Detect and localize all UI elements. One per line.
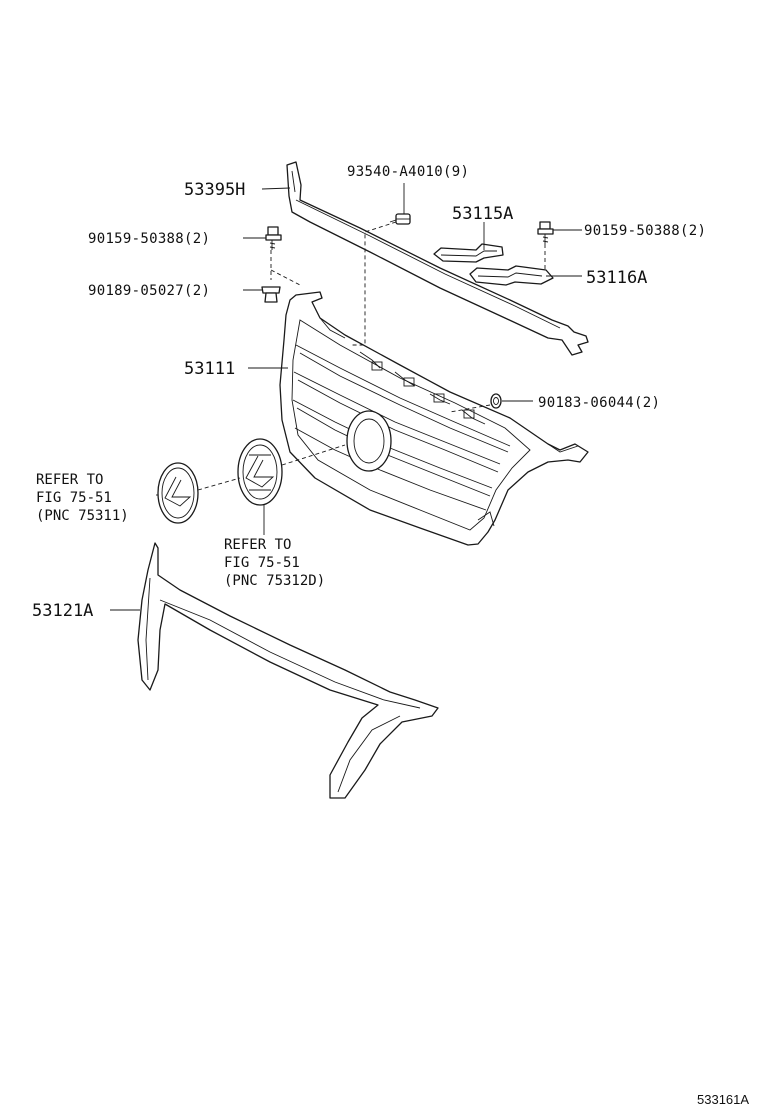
- refer-left-line3: (PNC 75311): [36, 508, 129, 524]
- refer-left-line2: FIG 75-51: [36, 490, 112, 506]
- figure-id: 533161A: [697, 1092, 749, 1107]
- grommet-90183[interactable]: [490, 393, 502, 409]
- bracket-53115a[interactable]: [433, 243, 504, 263]
- label-53111: 53111: [184, 359, 235, 379]
- upper-moulding-53395h[interactable]: [286, 161, 589, 356]
- screw-90159-left[interactable]: [265, 226, 282, 250]
- label-90159-right: 90159-50388(2): [584, 223, 706, 239]
- label-90183: 90183-06044(2): [538, 395, 660, 411]
- label-90189: 90189-05027(2): [88, 283, 210, 299]
- refer-center-line3: (PNC 75312D): [224, 573, 325, 589]
- refer-note-left: REFER TO FIG 75-51 (PNC 75311): [36, 472, 129, 524]
- refer-note-center: REFER TO FIG 75-51 (PNC 75312D): [224, 537, 325, 589]
- refer-center-line2: FIG 75-51: [224, 555, 300, 571]
- clip-93540[interactable]: [389, 213, 411, 225]
- clip-90189[interactable]: [261, 286, 281, 303]
- label-53116a: 53116A: [586, 268, 647, 288]
- label-53121a: 53121A: [32, 601, 93, 621]
- label-90159-left: 90159-50388(2): [88, 231, 210, 247]
- refer-center-line1: REFER TO: [224, 537, 291, 553]
- refer-left-line1: REFER TO: [36, 472, 103, 488]
- lower-moulding-53121a[interactable]: [137, 542, 439, 799]
- radiator-grille-53111[interactable]: [279, 291, 589, 546]
- emblem-75311[interactable]: [157, 462, 199, 524]
- label-93540: 93540-A4010(9): [347, 164, 469, 180]
- leader-lines: [110, 183, 582, 611]
- bracket-53116a[interactable]: [469, 265, 554, 286]
- screw-90159-right[interactable]: [537, 221, 554, 244]
- label-53115a: 53115A: [452, 204, 513, 224]
- emblem-75312d[interactable]: [237, 438, 283, 506]
- assembly-dash-lines: [197, 221, 546, 491]
- label-53395h: 53395H: [184, 180, 245, 200]
